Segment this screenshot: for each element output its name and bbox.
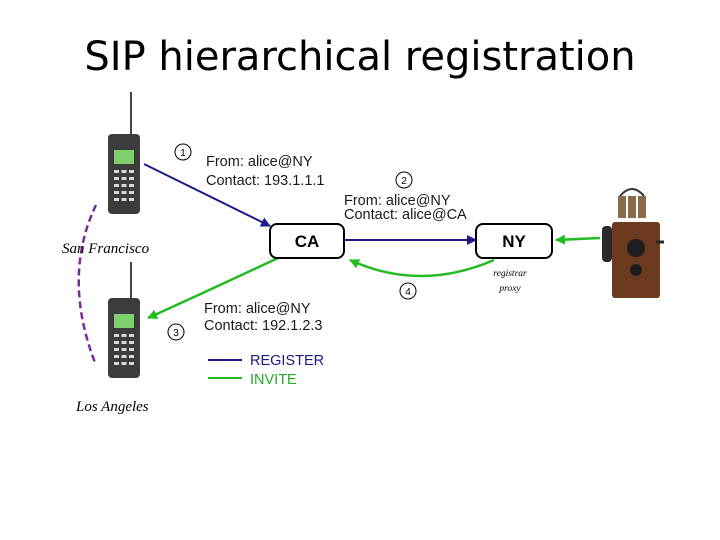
- step-1-from: From: alice@NY: [206, 154, 313, 170]
- san-francisco-label: San Francisco: [62, 241, 150, 257]
- legend: REGISTER INVITE: [208, 353, 324, 388]
- los-angeles-label: Los Angeles: [75, 399, 149, 415]
- mobile-phone-sf-icon: [108, 92, 140, 214]
- step-1-number: 1: [180, 148, 186, 159]
- legend-register-label: REGISTER: [250, 353, 324, 369]
- ca-label: CA: [295, 232, 320, 251]
- ny-label: NY: [502, 232, 526, 251]
- step-2-from: From: alice@NY: [344, 193, 451, 209]
- ny-registrar-node: NY: [475, 223, 553, 259]
- step-2-marker: 2: [395, 171, 413, 189]
- step-1-marker: 1: [174, 143, 192, 161]
- step-3-marker: 3: [167, 323, 185, 341]
- antique-telephone-icon: [602, 188, 664, 298]
- step-3-from: From: alice@NY: [204, 301, 311, 317]
- step-4-number: 4: [405, 287, 411, 298]
- ny-caption-proxy: proxy: [498, 284, 521, 294]
- step-4-marker: 4: [399, 282, 417, 300]
- user-movement-path: [77, 204, 98, 366]
- step-2-number: 2: [401, 176, 407, 187]
- legend-invite-label: INVITE: [250, 372, 297, 388]
- invite-arrow-ny-to-ca: [349, 258, 495, 278]
- mobile-phone-la-icon: [108, 262, 140, 378]
- step-3-contact: Contact: 192.1.2.3: [204, 318, 323, 334]
- step-1-contact: Contact: 193.1.1.1: [206, 173, 325, 189]
- step-3-number: 3: [173, 328, 179, 339]
- slide-title: SIP hierarchical registration: [84, 34, 636, 80]
- invite-arrow-phone-to-ny: [555, 234, 601, 245]
- register-arrow-1: [143, 163, 271, 227]
- ca-proxy-node: CA: [269, 223, 345, 259]
- invite-arrow-ca-to-la: [147, 256, 279, 320]
- ny-caption-registrar: registrar: [493, 269, 527, 279]
- step-2-contact: Contact: alice@CA: [344, 207, 467, 223]
